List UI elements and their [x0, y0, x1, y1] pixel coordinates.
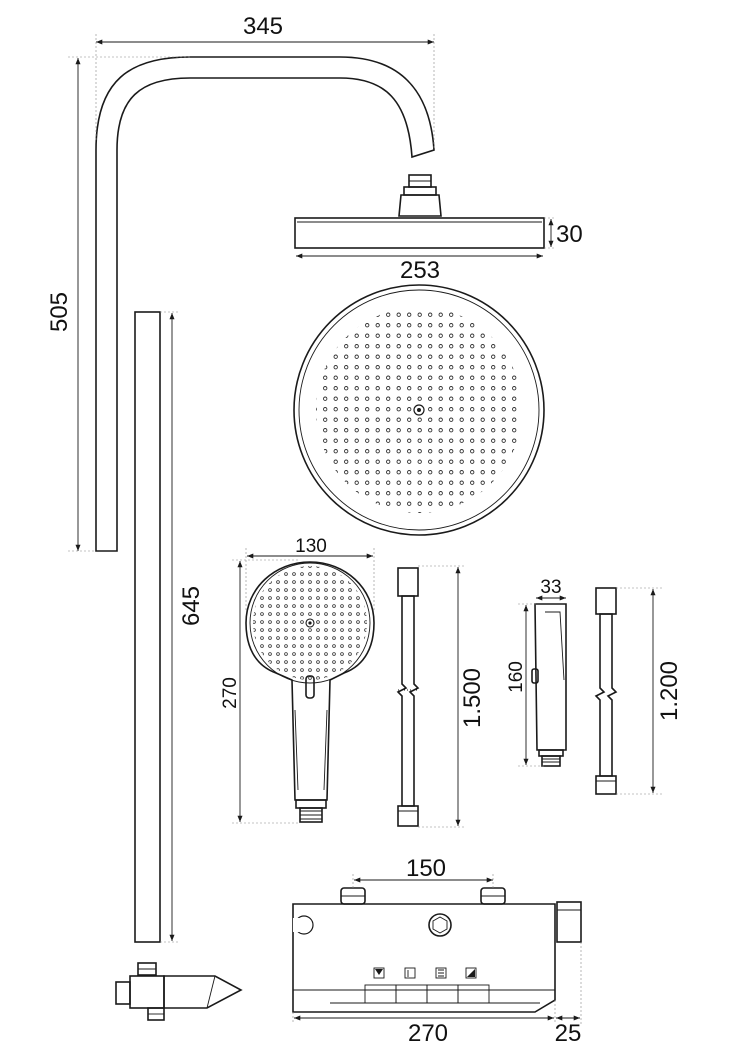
stick-width-dimension: 33: [536, 577, 566, 601]
hose-short: [594, 587, 618, 795]
valve-centers-dimension: 150: [352, 855, 494, 890]
handshower-width-dimension: 130: [245, 536, 375, 610]
rain-head-front-view: [293, 284, 545, 536]
valve-width-dimension: 270: [292, 1000, 556, 1047]
stick-width-label: 33: [540, 577, 561, 598]
arm-width-label: 345: [243, 13, 283, 40]
hand-shower-stick: [531, 603, 567, 767]
shower-arm: [95, 56, 435, 552]
hose-long-dimension: 1.500: [418, 565, 486, 828]
thermostatic-valve: [292, 887, 582, 1013]
stick-length-dimension: 160: [506, 603, 544, 767]
arm-height-label: 505: [46, 292, 73, 332]
slide-rail: [134, 311, 161, 943]
hose-short-dimension: 1.200: [616, 587, 683, 795]
handshower-width-label: 130: [295, 536, 327, 557]
hand-shower-round: [245, 561, 375, 823]
arm-width-dimension: 345: [95, 13, 435, 150]
stick-length-label: 160: [506, 661, 527, 693]
arm-height-dimension: 505: [46, 56, 190, 552]
valve-depth-label: 25: [555, 1020, 582, 1047]
handshower-length-dimension: 270: [220, 559, 300, 824]
hose-short-label: 1.200: [656, 661, 683, 721]
valve-centers-label: 150: [406, 855, 446, 882]
handshower-length-label: 270: [220, 677, 241, 709]
diverter-elbow: [115, 962, 243, 1021]
rail-length-label: 645: [178, 586, 205, 626]
valve-width-label: 270: [408, 1020, 448, 1047]
valve-depth-dimension: 25: [555, 942, 582, 1047]
head-thickness-dimension: 30: [544, 217, 583, 249]
head-diameter-dimension: 253: [296, 253, 543, 284]
head-thickness-label: 30: [556, 221, 583, 248]
hose-long-label: 1.500: [459, 668, 486, 728]
head-diameter-label: 253: [400, 257, 440, 284]
rain-head-side-view: [294, 174, 545, 249]
hose-long: [396, 567, 420, 827]
rail-length-dimension: 645: [160, 311, 205, 943]
